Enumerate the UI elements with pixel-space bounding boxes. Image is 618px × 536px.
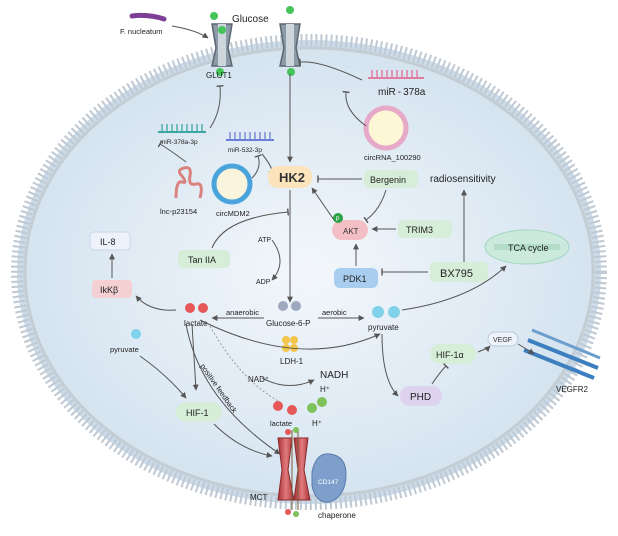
circmdm2-icon [211,163,253,205]
ldh-1-label: LDH-1 [280,357,304,366]
mir-532-3p-icon [226,132,274,141]
akt-node [332,213,368,240]
anaerobic-label: anaerobic [226,308,259,317]
adp-label: ADP [256,279,271,286]
tca-cycle-label: TCA cycle [508,243,549,253]
pyruvate-left-label: pyruvate [110,345,139,354]
chaperone-label: chaperone [318,511,356,520]
phd-label: PHD [410,392,431,403]
mir-378a-label: miR - 378a [378,87,426,98]
lnc-p23154-label: lnc-p23154 [160,207,197,216]
hif-1a-node [430,344,476,364]
hif-1a-label: HIF-1α [436,350,464,360]
tan-iia-label: Tan IIA [188,255,216,265]
akt-phospho-label: P [336,217,340,223]
lnc-p23154-icon [174,166,203,199]
glucose-label: Glucose [232,14,269,25]
il8-label: IL-8 [100,237,116,247]
nad-label: NAD⁺ [248,375,269,384]
mir-378a-icon [368,70,424,79]
bx795-node [430,262,488,282]
hif-1-label: HIF-1 [186,408,209,418]
lactate-label: lactate [184,319,208,328]
vegf-label: VEGF [493,337,512,344]
mir-378a-3p-icon [158,124,206,133]
mir-378a-3p-label: miR-378a-3p [160,139,198,146]
lactate-molecules [185,303,208,313]
aerobic-label: aerobic [322,308,347,317]
glucose-6-p-label: Glucose-6-P [266,319,310,328]
circrna-100290-icon [363,105,409,151]
lactate-efflux-molecules [273,397,327,415]
pyruvate-left-molecule [131,329,141,339]
f-nucleatum-label: F. nucleatum [120,27,163,36]
hif-1-node [176,402,222,422]
trim3-label: TRIM3 [406,225,433,235]
h-plus-label: H⁺ [320,385,330,394]
il8-node [89,231,131,251]
cell [11,34,607,510]
glucose-6-p-molecules [278,301,301,311]
f-nucleatum-icon [129,12,167,22]
hk2-label: HK2 [279,170,305,185]
vegf-node [487,331,519,347]
mct-label: MCT [250,493,267,502]
tan-iia-node [178,250,230,268]
pdk1-label: PDK1 [343,274,367,284]
bergenin-label: Bergenin [370,175,406,185]
tca-cycle-node [484,229,570,265]
pdk1-node [334,268,378,288]
hk2-node [268,166,312,188]
pyruvate-molecules [372,306,400,318]
circmdm2-label: circMDM2 [216,209,250,218]
bergenin-node [364,170,418,188]
ldh-1-icon [282,336,298,352]
cd147-chaperone [311,453,347,503]
ikkb-node [92,280,132,298]
glut-transporter-2 [279,6,301,76]
lactate-efflux-label: lactate [270,419,292,428]
atp-label: ATP [258,237,271,244]
bx795-label: BX795 [440,268,473,280]
circrna-100290-label: circRNA_100290 [364,153,421,162]
ikkb-label: IkKβ [100,285,118,295]
trim3-node [398,220,452,238]
phd-node [400,386,442,406]
glut1-label: GLUT1 [206,71,232,80]
vegfr2-label: VEGFR2 [556,385,589,394]
akt-label: AKT [343,227,359,236]
h-plus-efflux-label: H⁺ [312,419,322,428]
mct-transporter [277,427,311,517]
radiosensitivity-label: radiosensitivity [430,174,496,185]
vegfr2-receptor-icon [523,328,601,380]
cd147-label: CD147 [318,479,339,486]
nadh-label: NADH [320,370,348,381]
pyruvate-label: pyruvate [368,323,399,332]
mir-532-3p-label: miR-532-3p [228,147,262,154]
glut1-transporter [210,12,233,76]
